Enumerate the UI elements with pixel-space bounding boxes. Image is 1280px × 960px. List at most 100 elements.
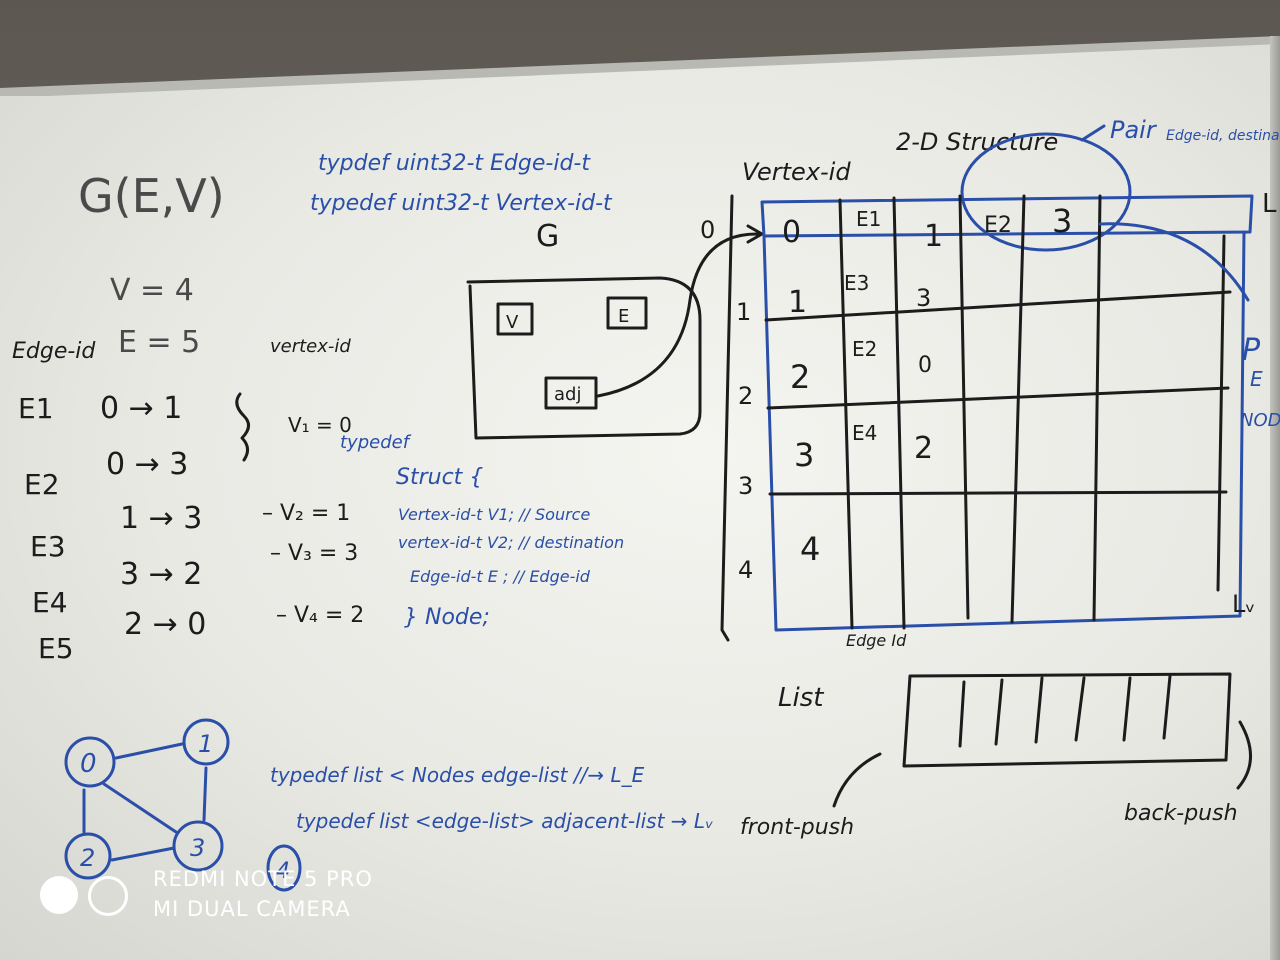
edge-expr-e1: 0 → 1 (100, 391, 182, 426)
g-box-e-cell (606, 296, 648, 330)
matrix-row-4: 4 (800, 530, 820, 568)
mini-edge-0-3 (102, 782, 178, 834)
vertex-note-1: V₁ = 0 (288, 413, 352, 437)
row-0-edge2: E2 (984, 213, 1012, 238)
g-box-label: G (536, 219, 559, 254)
edge-expr-e3: 1 → 3 (120, 501, 202, 536)
right-label-e: E (1250, 367, 1263, 391)
whiteboard-frame-right (1270, 36, 1280, 960)
struct-open: Struct { (396, 465, 483, 490)
g-box-adj: adj (554, 384, 581, 405)
matrix-row-2: 2 E2 0 (790, 337, 932, 396)
g-box-outline (466, 276, 702, 440)
matrix-vline-1 (838, 198, 854, 630)
mini-node-4: 4 (276, 859, 290, 884)
list-buffer (902, 672, 1232, 768)
side-number-4: 4 (738, 556, 753, 584)
row-3-dest: 2 (914, 431, 933, 466)
list-divider-5 (1122, 676, 1132, 742)
vertex-count: V = 4 (110, 273, 194, 308)
matrix-vline-3 (958, 194, 970, 620)
row-1-dest: 3 (916, 284, 931, 312)
g-box-adj-cell (544, 376, 598, 410)
mini-edge-1-3 (202, 766, 208, 822)
adj-pointer-arrow (596, 232, 762, 398)
front-push-arrow (832, 752, 882, 808)
row-1-edge: E3 (844, 271, 869, 295)
matrix-hline-2 (766, 386, 1230, 410)
vertex-note-2: – V₂ = 1 (262, 501, 350, 526)
watermark-dot-ring (88, 876, 128, 916)
node-struct: typedef Struct { Vertex-id-t V1; // Sour… (340, 432, 624, 630)
mini-node-3: 3 (190, 834, 205, 862)
struct-close: } Node; (404, 605, 490, 630)
g-box: G V E adj (466, 219, 764, 440)
typedef-edge-id: typdef uint32-t Edge-id-t (318, 151, 591, 176)
pair-arrow (1080, 124, 1106, 142)
l-e-marker: L (1262, 189, 1277, 219)
watermark-line-2: MI DUAL CAMERA (153, 897, 351, 921)
vertex-note-4: – V₄ = 2 (276, 603, 364, 628)
pair-ellipse (960, 132, 1132, 252)
vertex-note-3: – V₃ = 3 (270, 541, 358, 566)
mini-edge-3-2 (110, 846, 176, 862)
vertex-id-label: vertex-id (270, 336, 351, 357)
matrix-top-row-outline (760, 194, 1254, 238)
matrix-vline-2 (892, 196, 906, 630)
list-typedef-1: typedef list < Nodes edge-list //→ L_E (270, 763, 645, 787)
front-push-label: front-push (740, 815, 854, 840)
graph-title: G(E,V) (78, 169, 225, 223)
struct-field-e: Edge-id-t E ; // Edge-id (410, 567, 591, 586)
edge-id-e4: E4 (32, 586, 68, 619)
struct-typedef: typedef (340, 432, 412, 453)
row-0-vertex: 0 (782, 215, 801, 250)
row-1-vertex: 1 (788, 285, 807, 320)
mini-node-circle-2 (64, 832, 112, 880)
camera-watermark: REDMI NOTE 5 PRO MI DUAL CAMERA (40, 864, 400, 924)
matrix-vline-4 (1010, 194, 1026, 624)
mini-edge-0-1 (114, 742, 184, 760)
matrix-curve-arrow (1098, 222, 1250, 302)
row-0-dest: 1 (924, 219, 943, 254)
matrix-hline-1 (764, 290, 1232, 322)
row-2-edge: E2 (852, 337, 877, 361)
row-2-vertex: 2 (790, 358, 810, 396)
list-divider-4 (1074, 676, 1086, 742)
edge-expr-e2: 0 → 3 (106, 447, 188, 482)
mini-node-1: 1 (198, 730, 213, 758)
list-divider-2 (994, 678, 1004, 746)
side-number-1: 1 (736, 298, 751, 326)
mini-graph: 0 1 2 3 4 (64, 718, 302, 892)
row-2-dest: 0 (918, 353, 932, 378)
edge-count: E = 5 (118, 325, 200, 360)
edge-expr-e5: 2 → 0 (124, 607, 206, 642)
matrix-outline (762, 230, 1246, 632)
back-push-label: back-push (1124, 801, 1238, 826)
row-3-vertex: 3 (794, 436, 814, 474)
mini-node-0: 0 (80, 749, 97, 779)
side-number-2: 2 (738, 382, 753, 410)
g-box-e: E (618, 306, 629, 327)
mini-node-circle-3 (172, 820, 224, 872)
row-0-dest2: 3 (1052, 202, 1072, 240)
mini-node-circle-4 (266, 844, 302, 892)
pair-detail: Edge-id, destination-ver (1166, 128, 1280, 144)
l-v-marker: Lᵥ (1232, 590, 1255, 618)
list-divider-3 (1034, 676, 1044, 744)
side-number-3: 3 (738, 472, 753, 500)
mini-node-circle-0 (64, 736, 116, 788)
row-4-vertex: 4 (800, 530, 820, 568)
watermark-dots-icon (40, 876, 140, 920)
matrix-vline-5 (1092, 194, 1102, 622)
list-divider-1 (958, 680, 966, 748)
edge-id-label: Edge-id (12, 339, 96, 364)
curly-brace (235, 392, 250, 462)
watermark-dot-filled (40, 876, 78, 914)
row-0-edge: E1 (856, 207, 881, 231)
struct-field-v2: vertex-id-t V2; // destination (398, 533, 624, 552)
back-push-arrow (1236, 720, 1252, 790)
edge-id-caption: Edge Id (846, 631, 907, 650)
adjacency-matrix (760, 194, 1254, 632)
matrix-vline-6 (1216, 234, 1226, 592)
row-3-edge: E4 (852, 421, 877, 445)
